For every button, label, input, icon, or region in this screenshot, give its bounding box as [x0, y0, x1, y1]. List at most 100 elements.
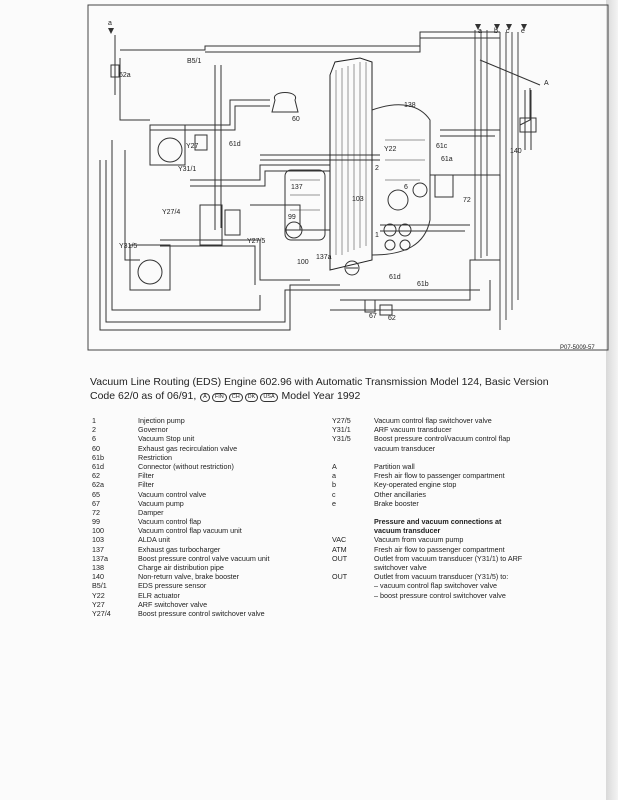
legend-description: Key-operated engine stop [374, 480, 457, 490]
legend-description: Vacuum control valve [138, 489, 207, 499]
legend-code: 137a [92, 553, 108, 563]
legend-description: ARF vacuum transducer [374, 425, 452, 435]
callout-61b: 61b [417, 281, 429, 288]
legend-row: 99 Vacuum control flap [92, 517, 322, 526]
legend-code: OUT [332, 553, 348, 563]
legend-code: 62 [92, 471, 100, 481]
callout-99: 99 [288, 214, 296, 221]
legend-row: 103 ALDA unit [92, 535, 322, 544]
legend-row: VAC Vacuum from vacuum pump [332, 535, 562, 544]
legend-row: a Fresh air flow to passenger compartment [332, 471, 562, 480]
legend-heading-text: Pressure and vacuum connections at vacuu… [374, 517, 502, 536]
legend-code: 99 [92, 517, 100, 527]
legend-row: 62 Filter [92, 471, 322, 480]
legend-code: Y27/5 [332, 416, 351, 425]
legend-code: 140 [92, 572, 104, 582]
legend-description: Vacuum control flap vacuum unit [138, 526, 242, 536]
legend-description: Connector (without restriction) [138, 461, 234, 471]
legend-code: 2 [92, 425, 96, 435]
legend-description: Restriction [138, 452, 172, 462]
legend-right-column: Y27/5 Vacuum control flap switchover valv… [332, 416, 562, 600]
legend-description: Vacuum pump [138, 498, 184, 508]
caption-line-2-prefix: Code 62/0 as of 06/91, [90, 390, 197, 402]
legend-code: 65 [92, 489, 100, 499]
legend-description: ALDA unit [138, 535, 170, 545]
legend-description: Partition wall [374, 461, 415, 471]
legend-code: VAC [332, 535, 347, 545]
callout-67: 67 [369, 313, 377, 320]
legend-row: 140 Non-return valve, brake booster [92, 572, 322, 581]
legend-description: Injection pump [138, 416, 185, 425]
legend-description: Vacuum from vacuum pump [374, 535, 464, 545]
legend-bullet: – boost pressure control switchover valv… [332, 591, 562, 600]
legend-description: Outlet from vacuum transducer (Y31/5) to… [374, 572, 509, 582]
legend-row: 2 Governor [92, 425, 322, 434]
callout-60: 60 [292, 116, 300, 123]
legend-description: Governor [138, 425, 168, 435]
legend-description: Other ancillaries [374, 489, 426, 499]
legend-description: Non-return valve, brake booster [138, 572, 240, 582]
callout-1: 1 [375, 232, 379, 239]
legend-code: 103 [92, 535, 104, 545]
legend-code: 6 [92, 434, 96, 444]
legend-description: Boost pressure control valve vacuum unit [138, 553, 270, 563]
legend-row: b Key-operated engine stop [332, 480, 562, 489]
callout-61d-upper: 61d [229, 141, 241, 148]
legend-description: Boost pressure control/vacuum control fl… [374, 434, 511, 453]
legend-row: 137a Boost pressure control valve vacuum … [92, 554, 322, 563]
callout-b-right: b [494, 28, 498, 35]
legend-description: Fresh air flow to passenger compartment [374, 471, 505, 481]
legend-code: Y31/1 [332, 425, 351, 435]
callout-138: 138 [404, 102, 416, 109]
legend-description: Vacuum control flap switchover valve [374, 416, 492, 425]
legend-code: 60 [92, 443, 100, 453]
legend-row: Y31/1 ARF vacuum transducer [332, 425, 562, 434]
legend-code: 137 [92, 544, 104, 554]
legend-row: Y27/5 Vacuum control flap switchover valv… [332, 416, 562, 425]
legend-description: Boost pressure control switchover valve [138, 608, 265, 618]
callout-61c: 61c [436, 143, 448, 150]
legend-description: Exhaust gas recirculation valve [138, 443, 238, 453]
country-badge-fin: FIN [211, 393, 227, 402]
legend-description: Vacuum control flap [138, 517, 201, 527]
country-badge-dk: DK [244, 393, 259, 402]
caption-line-2-suffix: Model Year 1992 [281, 390, 361, 402]
legend-code: b [332, 480, 336, 490]
legend-code: A [332, 461, 337, 471]
callout-140: 140 [510, 148, 522, 155]
callout-61a: 61a [441, 156, 453, 163]
legend-description: Exhaust gas turbocharger [138, 544, 221, 554]
callout-62a: 62a [119, 72, 131, 79]
callout-b5-1: B5/1 [187, 58, 202, 65]
legend-description: Filter [138, 471, 154, 481]
legend-code: 138 [92, 563, 104, 572]
legend-bullet-text: – boost pressure control switchover valv… [374, 590, 506, 600]
country-badge-a: A [200, 393, 210, 402]
legend-code: c [332, 489, 336, 499]
callout-100: 100 [297, 259, 309, 266]
legend-row: 137 Exhaust gas turbocharger [92, 545, 322, 554]
legend-code: OUT [332, 572, 348, 582]
legend-code: Y27/4 [92, 608, 111, 618]
callout-y27-5: Y27/5 [247, 238, 266, 245]
legend-row: c Other ancillaries [332, 490, 562, 499]
legend-code: a [332, 471, 336, 481]
legend-row: Y27/4 Boost pressure control switchover v… [92, 609, 322, 618]
callout-y22: Y22 [384, 146, 397, 153]
legend-code: 67 [92, 498, 100, 508]
callout-y31-5: Y31/5 [119, 243, 138, 250]
callout-y27: Y27 [186, 143, 199, 150]
legend-code: 72 [92, 507, 100, 517]
callout-a-top-left: a [108, 20, 112, 27]
